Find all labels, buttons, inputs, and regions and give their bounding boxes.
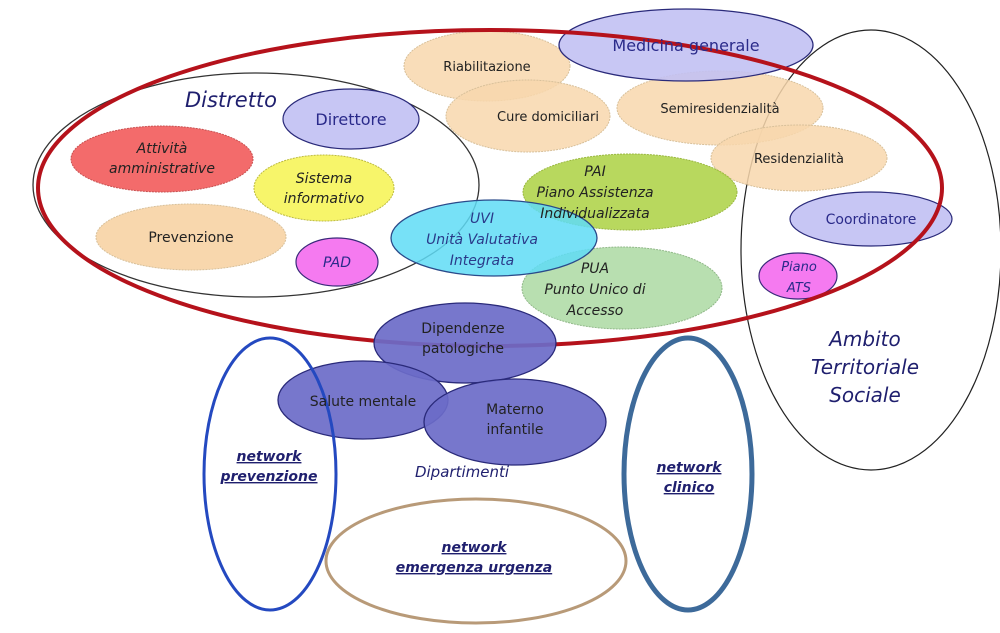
label-coordinatore: Coordinatore — [826, 212, 917, 228]
svg-text:informativo: informativo — [284, 191, 364, 207]
label-uvi: UVI Unità Valutativa Integrata — [426, 211, 538, 269]
label-salute-mentale: Salute mentale — [310, 394, 416, 410]
svg-text:Sociale: Sociale — [829, 383, 901, 407]
svg-text:network: network — [237, 449, 304, 465]
label-direttore: Direttore — [315, 110, 386, 129]
label-prevenzione: Prevenzione — [148, 230, 233, 246]
label-residenzialita: Residenzialità — [754, 152, 844, 167]
label-riabilitazione: Riabilitazione — [443, 60, 530, 75]
label-pai: PAI Piano Assistenza Individualizzata — [536, 164, 653, 222]
label-pua: PUA Punto Unico di Accesso — [544, 261, 645, 319]
node-piano-ats[interactable] — [758, 252, 838, 300]
node-pai[interactable] — [522, 153, 738, 231]
label-attivita-amministrative: Attività amministrative — [109, 141, 215, 177]
label-materno-infantile: Materno infantile — [486, 402, 544, 438]
svg-text:prevenzione: prevenzione — [219, 469, 317, 485]
label-network-emergenza: network emergenza urgenza — [396, 540, 552, 576]
label-sistema-informativo: Sistema informativo — [284, 171, 364, 207]
network-prevenzione-outline[interactable] — [202, 336, 338, 612]
node-coordinatore[interactable] — [789, 191, 953, 247]
label-cure-domiciliari: Cure domiciliari — [497, 110, 599, 125]
svg-text:Attività: Attività — [136, 141, 188, 157]
svg-text:clinico: clinico — [664, 480, 715, 496]
network-clinico-outline[interactable] — [621, 335, 755, 613]
svg-text:Piano: Piano — [781, 260, 817, 275]
svg-text:patologiche: patologiche — [422, 341, 504, 357]
svg-text:ATS: ATS — [786, 281, 811, 296]
svg-text:emergenza urgenza: emergenza urgenza — [396, 560, 552, 576]
label-dipendenze-patologiche: Dipendenze patologiche — [421, 321, 504, 357]
label-medicina-generale: Medicina generale — [612, 36, 759, 55]
svg-text:Piano Assistenza: Piano Assistenza — [536, 185, 653, 201]
node-direttore[interactable] — [282, 88, 420, 150]
node-cure-domiciliari[interactable] — [445, 79, 611, 153]
svg-text:Accesso: Accesso — [566, 303, 624, 319]
node-materno-infantile[interactable] — [423, 378, 607, 466]
node-prevenzione[interactable] — [95, 203, 287, 271]
svg-text:Punto Unico di: Punto Unico di — [544, 282, 645, 298]
svg-text:Ambito: Ambito — [827, 327, 901, 351]
svg-text:Territoriale: Territoriale — [811, 355, 919, 379]
ambito-territoriale-outline — [740, 29, 1000, 471]
label-pad: PAD — [323, 255, 351, 271]
svg-text:network: network — [442, 540, 509, 556]
node-sistema-informativo[interactable] — [253, 154, 395, 222]
label-piano-ats: Piano ATS — [781, 260, 817, 296]
distretto-outline — [32, 72, 480, 298]
svg-text:Sistema: Sistema — [296, 171, 352, 187]
node-attivita-amministrative[interactable] — [70, 125, 254, 193]
svg-text:PUA: PUA — [581, 261, 609, 277]
svg-text:Materno: Materno — [486, 402, 544, 418]
label-network-clinico: network clinico — [657, 460, 724, 496]
label-network-prevenzione: network prevenzione — [219, 449, 317, 485]
label-semiresidenzialita: Semiresidenzialità — [660, 102, 779, 117]
svg-text:UVI: UVI — [470, 211, 494, 227]
node-pad[interactable] — [295, 237, 379, 287]
ambito-label: Ambito Territoriale Sociale — [811, 327, 919, 407]
svg-text:network: network — [657, 460, 724, 476]
svg-text:Unità Valutativa: Unità Valutativa — [426, 232, 538, 248]
dipartimenti-label: Dipartimenti — [415, 463, 510, 481]
distretto-label: Distretto — [185, 88, 277, 112]
svg-text:Integrata: Integrata — [450, 253, 514, 269]
node-dipendenze-patologiche[interactable] — [373, 302, 557, 384]
svg-text:PAI: PAI — [584, 164, 605, 180]
svg-text:amministrative: amministrative — [109, 161, 215, 177]
node-residenzialita[interactable] — [710, 124, 888, 192]
svg-text:Dipendenze: Dipendenze — [421, 321, 504, 337]
network-emergenza-outline[interactable] — [324, 497, 628, 625]
node-uvi[interactable] — [390, 199, 598, 277]
node-pua[interactable] — [521, 246, 723, 330]
svg-text:Individualizzata: Individualizzata — [540, 206, 649, 222]
svg-text:infantile: infantile — [486, 422, 543, 438]
